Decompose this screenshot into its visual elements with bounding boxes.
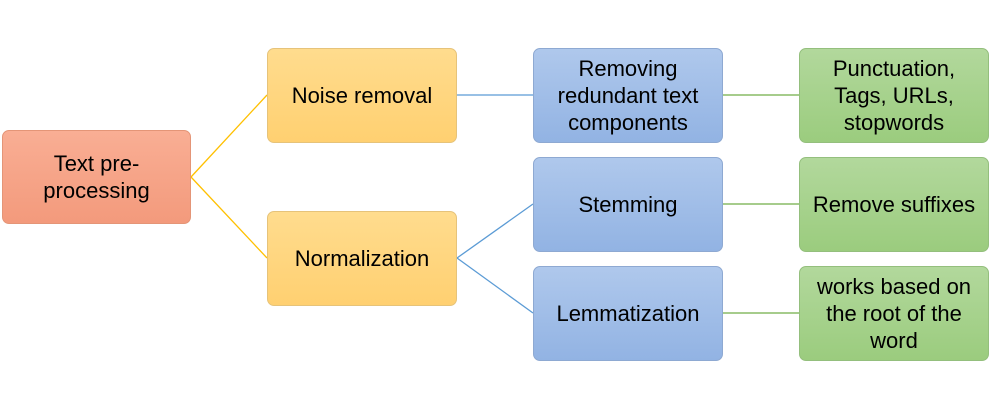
detail-node-punctuation: Punctuation, Tags, URLs, stopwords bbox=[799, 48, 989, 143]
connector-root-normalization bbox=[190, 176, 268, 259]
method-node-removing-redundant: Removing redundant text components bbox=[533, 48, 723, 143]
detail-node-remove-suffixes: Remove suffixes bbox=[799, 157, 989, 252]
connector-normalization-lemmatization bbox=[456, 257, 534, 314]
detail-node-root-word: works based on the root of the word bbox=[799, 266, 989, 361]
method-node-stemming: Stemming bbox=[533, 157, 723, 252]
connector-root-noise-removal bbox=[190, 94, 268, 178]
root-node-text-preprocessing: Text pre- processing bbox=[2, 130, 191, 224]
category-node-normalization: Normalization bbox=[267, 211, 457, 306]
method-node-lemmatization: Lemmatization bbox=[533, 266, 723, 361]
connector-normalization-stemming bbox=[456, 203, 534, 259]
category-node-noise-removal: Noise removal bbox=[267, 48, 457, 143]
